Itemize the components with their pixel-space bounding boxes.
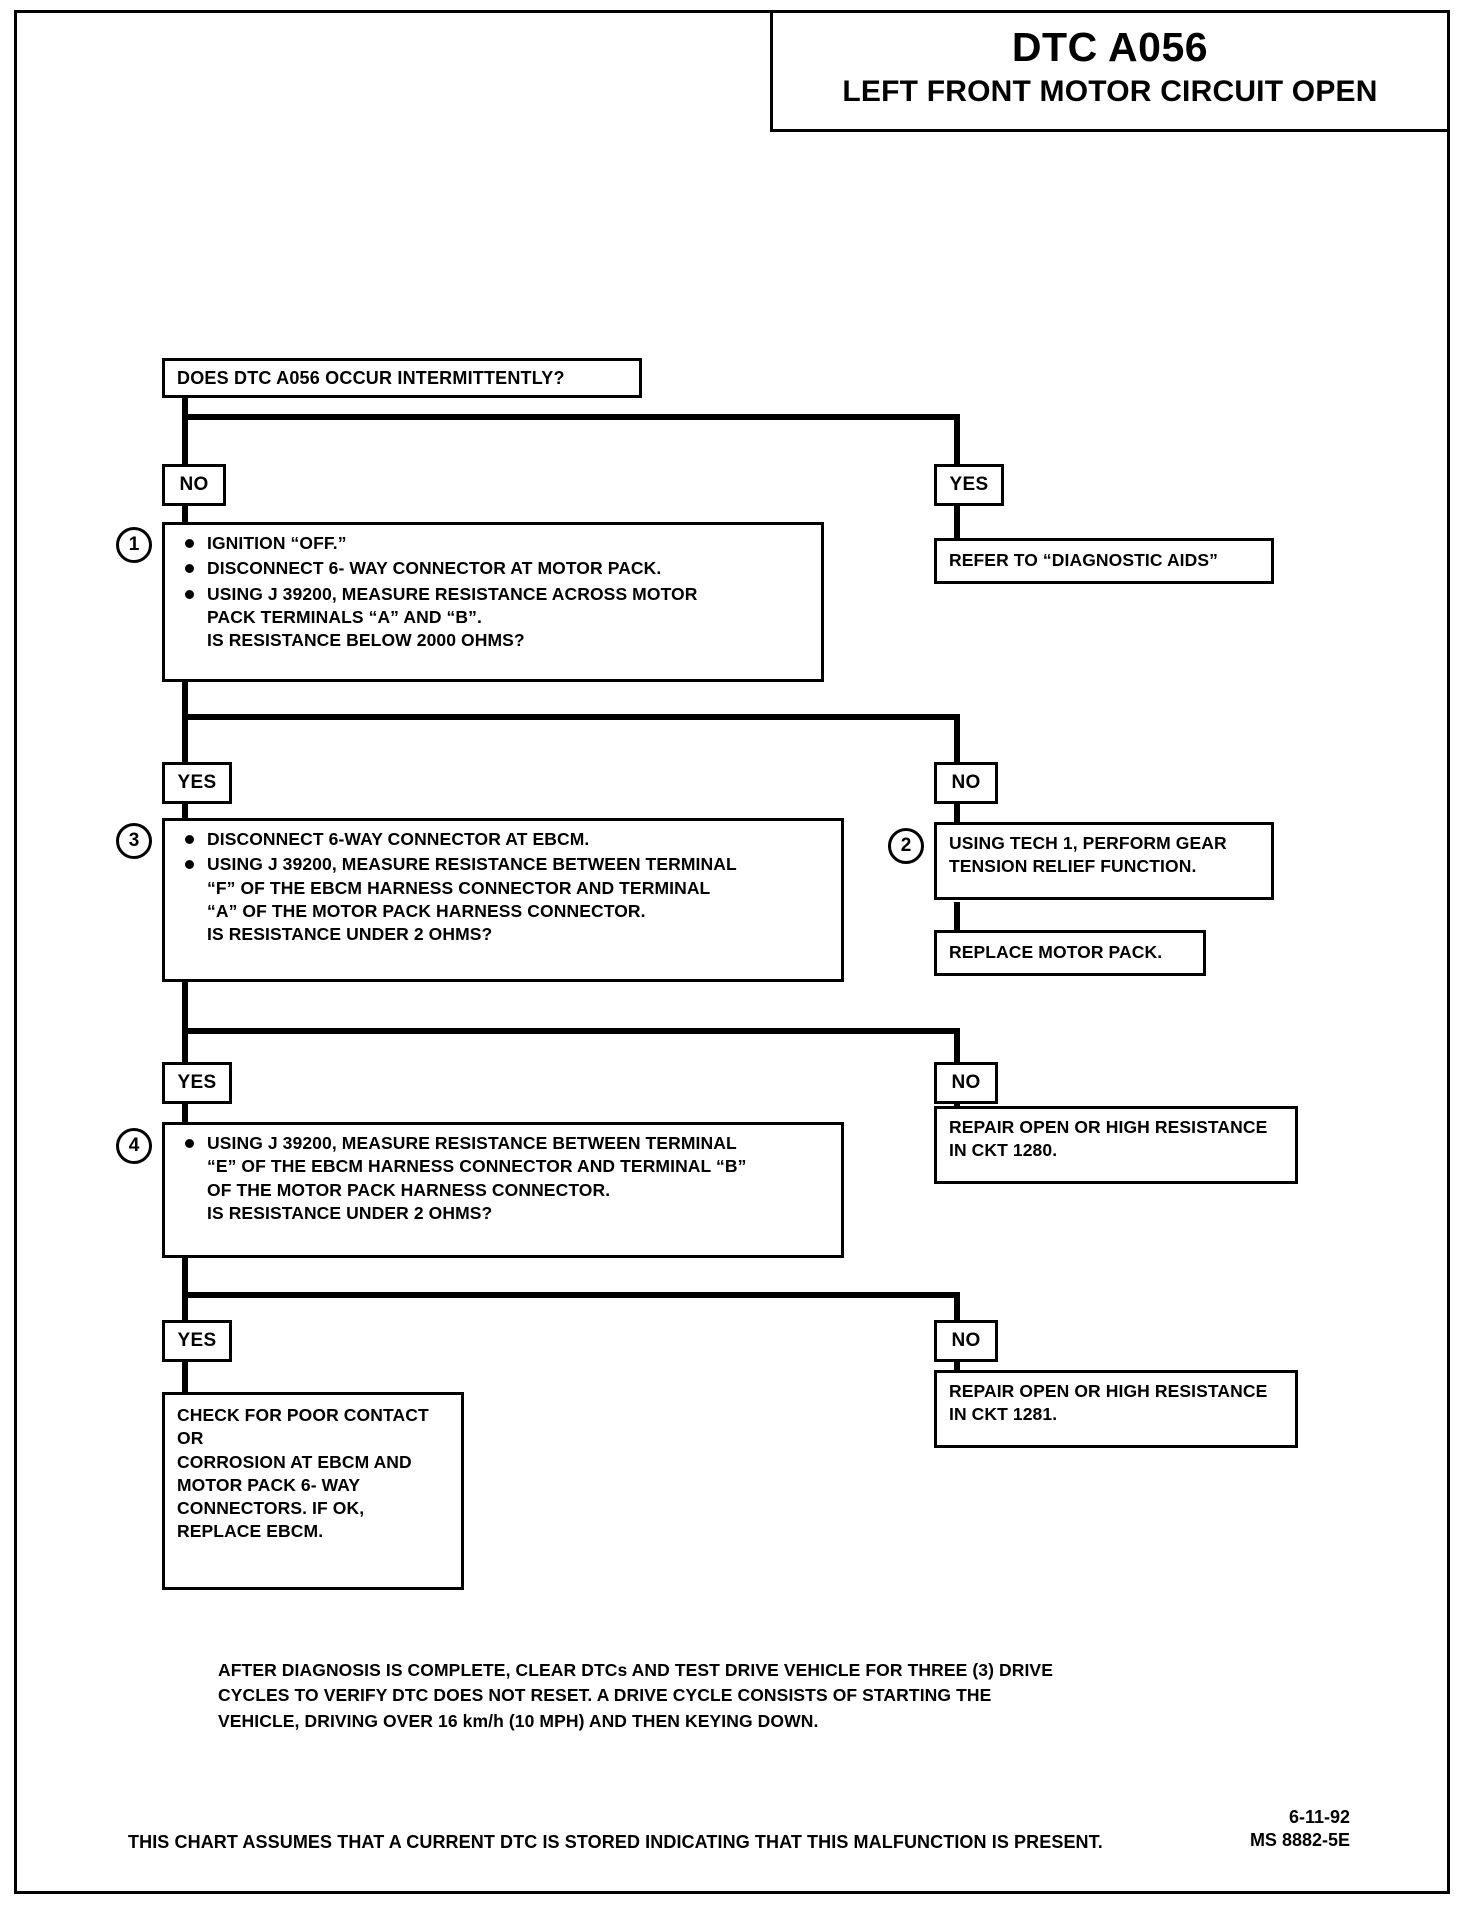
connector-no1-stub bbox=[182, 502, 188, 526]
list-item: USING J 39200, MEASURE RESISTANCE BETWEE… bbox=[177, 853, 831, 946]
bullet-icon bbox=[185, 564, 194, 574]
step-3-box: DISCONNECT 6-WAY CONNECTOR AT EBCM. USIN… bbox=[162, 818, 844, 982]
connector-s3-no-down bbox=[954, 1028, 960, 1076]
list-item: USING J 39200, MEASURE RESISTANCE BETWEE… bbox=[177, 1132, 831, 1225]
after-diagnosis-note: AFTER DIAGNOSIS IS COMPLETE, CLEAR DTCs … bbox=[218, 1660, 1053, 1731]
connector-no2-stub bbox=[954, 803, 960, 826]
list-item: IGNITION “OFF.” bbox=[177, 532, 811, 555]
connector-yes4-stub bbox=[182, 1362, 188, 1394]
list-item: USING J 39200, MEASURE RESISTANCE ACROSS… bbox=[177, 583, 811, 653]
step-1-box: IGNITION “OFF.” DISCONNECT 6- WAY CONNEC… bbox=[162, 522, 824, 682]
step-3-list: DISCONNECT 6-WAY CONNECTOR AT EBCM. USIN… bbox=[177, 828, 831, 946]
connector-s4-down bbox=[182, 1258, 188, 1362]
step-number-4: 4 bbox=[116, 1128, 152, 1164]
branch-label-text: NO bbox=[951, 1072, 981, 1093]
bullet-icon bbox=[185, 589, 194, 599]
bullet-icon bbox=[185, 835, 194, 844]
bullet-icon bbox=[185, 539, 194, 548]
step-number-1: 1 bbox=[116, 527, 152, 563]
step-number-2: 2 bbox=[888, 828, 924, 864]
repair-ckt-1281-box: REPAIR OPEN OR HIGH RESISTANCE IN CKT 12… bbox=[934, 1370, 1298, 1448]
title-block: DTC A056 LEFT FRONT MOTOR CIRCUIT OPEN bbox=[770, 10, 1450, 132]
footer-assumption: THIS CHART ASSUMES THAT A CURRENT DTC IS… bbox=[128, 1832, 1103, 1852]
footer-doc-info: 6-11-92 MS 8882-5E bbox=[1150, 1806, 1350, 1853]
connector-q-yes-down bbox=[954, 414, 960, 466]
connector-s4-no-down bbox=[954, 1292, 960, 1340]
branch-label-text: YES bbox=[949, 474, 989, 495]
question-text: DOES DTC A056 OCCUR INTERMITTENTLY? bbox=[177, 367, 565, 388]
connector-yes2-stub bbox=[182, 804, 188, 828]
connector-s1-down bbox=[182, 682, 188, 804]
branch-label-no-4: NO bbox=[934, 1320, 998, 1362]
repair-ckt-1280-box: REPAIR OPEN OR HIGH RESISTANCE IN CKT 12… bbox=[934, 1106, 1298, 1184]
branch-label-text: NO bbox=[951, 772, 981, 793]
question-box: DOES DTC A056 OCCUR INTERMITTENTLY? bbox=[162, 358, 642, 398]
page-subtitle: LEFT FRONT MOTOR CIRCUIT OPEN bbox=[842, 75, 1378, 109]
page-border bbox=[14, 10, 1450, 1894]
step-1-list: IGNITION “OFF.” DISCONNECT 6- WAY CONNEC… bbox=[177, 532, 811, 652]
branch-label-text: NO bbox=[951, 1330, 981, 1351]
branch-label-yes-4: YES bbox=[162, 1320, 232, 1362]
connector-q-right bbox=[182, 414, 960, 420]
branch-label-no-3: NO bbox=[934, 1062, 998, 1104]
step-number-3: 3 bbox=[116, 823, 152, 859]
footer-doc-id: MS 8882-5E bbox=[1249, 1830, 1350, 1851]
connector-q-down bbox=[182, 395, 188, 471]
step-2-box: USING TECH 1, PERFORM GEAR TENSION RELIE… bbox=[934, 822, 1274, 900]
connector-s1-no-down bbox=[954, 714, 960, 764]
replace-motor-pack-box: REPLACE MOTOR PACK. bbox=[934, 930, 1206, 976]
branch-label-no-1: NO bbox=[162, 464, 226, 506]
footer-date: 6-11-92 bbox=[1288, 1807, 1350, 1827]
page-title: DTC A056 bbox=[1011, 24, 1209, 70]
branch-label-yes-3: YES bbox=[162, 1062, 232, 1104]
diagnostic-aids-box: REFER TO “DIAGNOSTIC AIDS” bbox=[934, 538, 1274, 584]
branch-label-text: YES bbox=[177, 1072, 217, 1093]
bullet-icon bbox=[185, 860, 194, 870]
connector-s1-right bbox=[182, 714, 960, 720]
connector-yes3-stub bbox=[182, 1104, 188, 1128]
step-4-list: USING J 39200, MEASURE RESISTANCE BETWEE… bbox=[177, 1132, 831, 1225]
connector-s3-down bbox=[182, 982, 188, 1104]
bullet-icon bbox=[185, 1139, 194, 1148]
list-item: DISCONNECT 6-WAY CONNECTOR AT EBCM. bbox=[177, 828, 831, 851]
branch-label-yes-2: YES bbox=[162, 762, 232, 804]
branch-label-yes-1: YES bbox=[934, 464, 1004, 506]
branch-label-text: NO bbox=[179, 474, 209, 495]
connector-s4-right bbox=[182, 1292, 960, 1298]
connector-step2-to-replace bbox=[954, 902, 960, 932]
branch-label-text: YES bbox=[177, 1330, 217, 1351]
list-item: DISCONNECT 6- WAY CONNECTOR AT MOTOR PAC… bbox=[177, 557, 811, 580]
step-4-box: USING J 39200, MEASURE RESISTANCE BETWEE… bbox=[162, 1122, 844, 1258]
branch-label-text: YES bbox=[177, 772, 217, 793]
connector-s3-right bbox=[182, 1028, 960, 1034]
final-check-box: CHECK FOR POOR CONTACT OR CORROSION AT E… bbox=[162, 1392, 464, 1590]
branch-label-no-2: NO bbox=[934, 762, 998, 804]
